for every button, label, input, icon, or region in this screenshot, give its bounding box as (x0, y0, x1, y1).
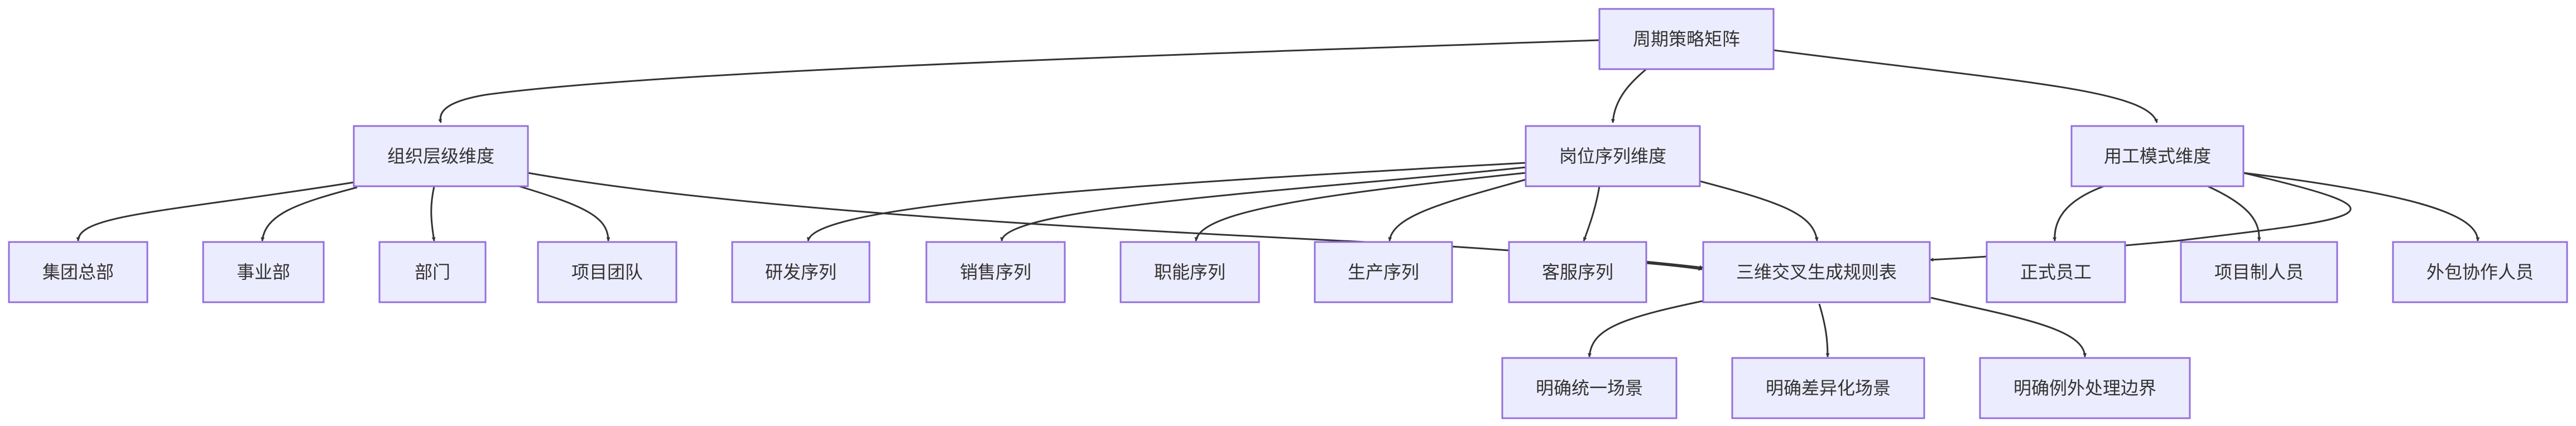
node-customer-service-sequence-label: 客服序列 (1542, 262, 1613, 283)
node-unified-scenario: 明确统一场景 (1501, 357, 1678, 419)
node-rd-sequence-label: 研发序列 (765, 262, 837, 283)
edge-emp-fulltime (2053, 185, 2104, 241)
edge-post-prod (1388, 178, 1526, 241)
edge-org-dept (430, 186, 436, 241)
node-outsource-staff-label: 外包协作人员 (2426, 262, 2534, 283)
edge-post-func (1194, 172, 1526, 241)
node-employment-mode: 用工模式维度 (2070, 125, 2245, 187)
edge-rules-exception (1930, 297, 2087, 357)
node-department-label: 部门 (415, 262, 450, 283)
edge-rules-diff (1818, 303, 1830, 357)
node-rules-table: 三维交叉生成规则表 (1702, 241, 1931, 303)
node-function-sequence: 职能序列 (1119, 241, 1260, 303)
node-org-level-label: 组织层级维度 (387, 146, 494, 167)
edge-emp-outsource (2243, 172, 2480, 241)
node-sales-sequence: 销售序列 (925, 241, 1066, 303)
node-rd-sequence: 研发序列 (731, 241, 871, 303)
node-post-sequence: 岗位序列维度 (1525, 125, 1701, 187)
node-root: 周期策略矩阵 (1598, 8, 1775, 70)
node-outsource-staff: 外包协作人员 (2392, 241, 2568, 303)
node-business-unit: 事业部 (202, 241, 325, 303)
node-sales-sequence-label: 销售序列 (960, 262, 1031, 283)
node-customer-service-sequence: 客服序列 (1508, 241, 1647, 303)
node-fulltime-staff: 正式员工 (1986, 241, 2126, 303)
node-exception-boundary: 明确例外处理边界 (1979, 357, 2191, 419)
edge-org-team (518, 185, 611, 241)
node-department: 部门 (378, 241, 487, 303)
edge-root-post (1611, 68, 1647, 123)
edge-root-org (438, 39, 1600, 123)
node-function-sequence-label: 职能序列 (1154, 262, 1225, 283)
nodes-layer: 周期策略矩阵 组织层级维度 岗位序列维度 用工模式维度 集团总部 事业部 部门 (8, 8, 2568, 419)
node-business-unit-label: 事业部 (237, 262, 290, 283)
node-production-sequence-label: 生产序列 (1348, 262, 1419, 283)
node-project-staff: 项目制人员 (2180, 241, 2338, 303)
edge-rules-unified (1588, 297, 1719, 357)
edges-layer (76, 39, 2480, 357)
node-exception-boundary-label: 明确例外处理边界 (2013, 377, 2156, 399)
edge-post-sales (1000, 166, 1526, 241)
node-differentiated-scenario: 明确差异化场景 (1731, 357, 1925, 419)
node-org-level: 组织层级维度 (353, 125, 529, 187)
edge-emp-project (2207, 185, 2261, 241)
node-post-sequence-label: 岗位序列维度 (1559, 146, 1666, 167)
node-production-sequence: 生产序列 (1314, 241, 1453, 303)
edge-post-rules (1685, 176, 1819, 241)
edge-post-cs (1583, 186, 1601, 241)
node-group-hq-label: 集团总部 (42, 262, 114, 283)
node-fulltime-staff-label: 正式员工 (2020, 262, 2092, 283)
node-rules-table-label: 三维交叉生成规则表 (1736, 262, 1897, 283)
node-differentiated-scenario-label: 明确差异化场景 (1766, 377, 1891, 399)
node-project-team-label: 项目团队 (571, 262, 643, 283)
node-project-team: 项目团队 (537, 241, 677, 303)
node-unified-scenario-label: 明确统一场景 (1536, 377, 1643, 399)
edge-post-rd (806, 162, 1526, 241)
edge-org-bu (261, 186, 358, 241)
edge-root-emp (1773, 49, 2158, 123)
node-group-hq: 集团总部 (8, 241, 148, 303)
node-root-label: 周期策略矩阵 (1633, 28, 1740, 50)
node-employment-mode-label: 用工模式维度 (2104, 146, 2211, 167)
edge-org-group (76, 181, 354, 241)
edge-cs-rules (1646, 262, 1703, 271)
node-project-staff-label: 项目制人员 (2214, 262, 2304, 283)
